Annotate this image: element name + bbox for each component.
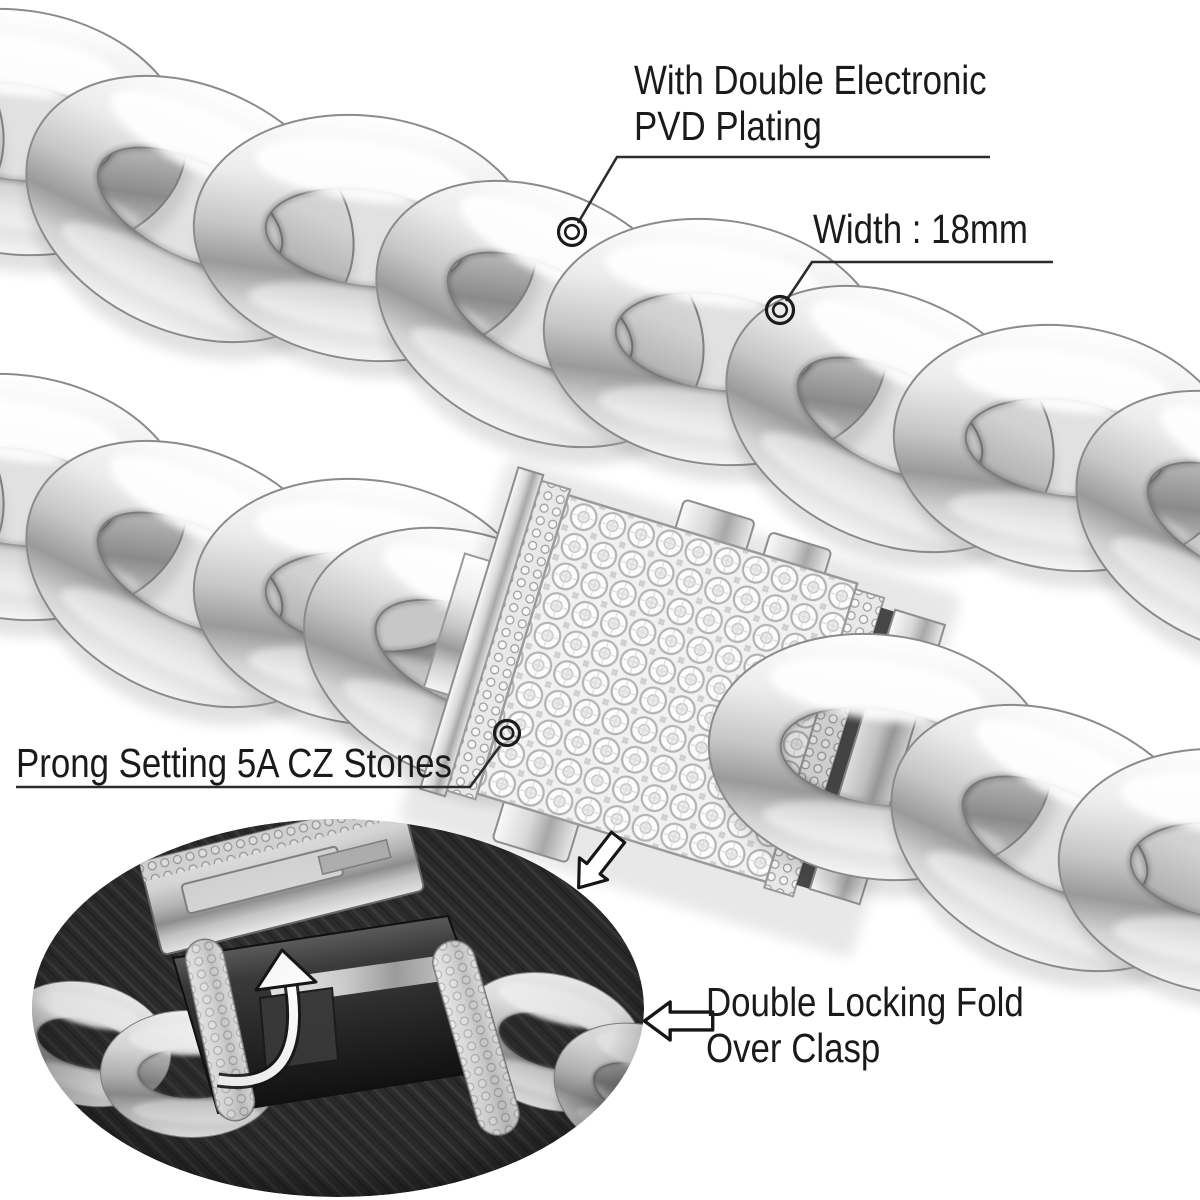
clasp-annotation-label: Double Locking Fold Over Clasp <box>706 979 1024 1071</box>
clasp-pointer-arrow-icon <box>642 1000 715 1042</box>
inset-pointer-arrow-icon <box>577 830 627 890</box>
feature-markers <box>492 216 796 748</box>
leader-plating <box>576 155 990 224</box>
leader-lines <box>16 155 1053 789</box>
leader-prong <box>16 745 502 789</box>
marker-plating <box>556 216 588 248</box>
prong-annotation-label: Prong Setting 5A CZ Stones <box>16 740 452 786</box>
width-annotation-label: Width : 18mm <box>813 206 1028 252</box>
plating-annotation-label: With Double Electronic PVD Plating <box>634 57 987 149</box>
marker-prong <box>492 718 522 748</box>
clasp-mechanism-inset <box>32 819 644 1197</box>
leader-width <box>784 260 1053 302</box>
marker-width <box>764 294 796 326</box>
